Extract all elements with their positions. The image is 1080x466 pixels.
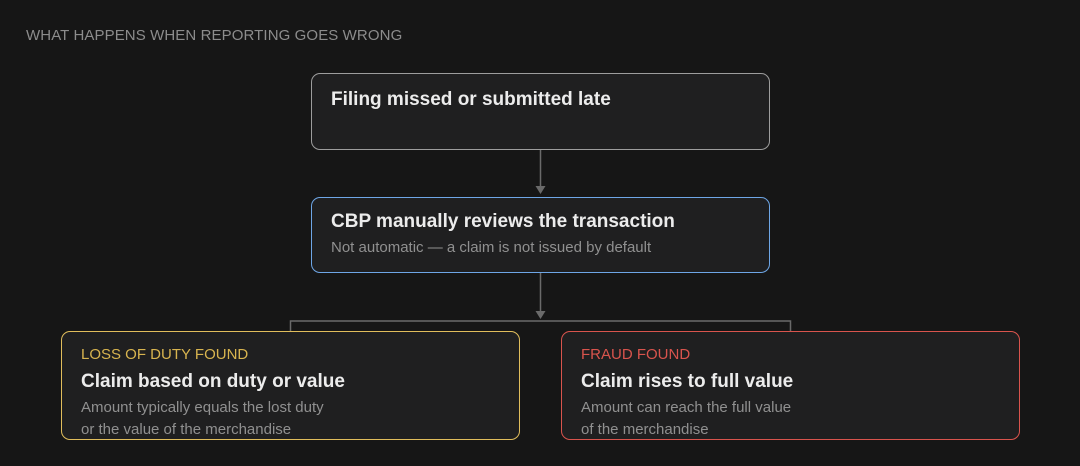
node-loss-of-duty: LOSS OF DUTY FOUND Claim based on duty o… (61, 331, 520, 440)
node-loss-of-duty-description: Amount typically equals the lost duty or… (81, 397, 324, 441)
node-cbp-review: CBP manually reviews the transaction Not… (311, 197, 770, 273)
diagram-heading: WHAT HAPPENS WHEN REPORTING GOES WRONG (26, 27, 403, 44)
arrowhead-to-review (535, 186, 546, 194)
connector-split-branches (289, 320, 792, 331)
node-fraud: FRAUD FOUND Claim rises to full value Am… (561, 331, 1020, 440)
node-fraud-description: Amount can reach the full value of the m… (581, 397, 791, 441)
node-fraud-title: Claim rises to full value (581, 371, 794, 392)
node-fraud-tag: FRAUD FOUND (581, 346, 691, 363)
arrowhead-to-split (535, 311, 546, 319)
node-filing-missed-title: Filing missed or submitted late (331, 89, 611, 110)
node-loss-of-duty-line-1: Amount typically equals the lost duty (81, 399, 324, 416)
node-loss-of-duty-line-2: or the value of the merchandise (81, 421, 292, 438)
node-loss-of-duty-tag: LOSS OF DUTY FOUND (81, 346, 249, 363)
node-cbp-review-title: CBP manually reviews the transaction (331, 211, 675, 232)
node-fraud-line-2: of the merchandise (581, 421, 709, 438)
node-filing-missed: Filing missed or submitted late (311, 73, 770, 150)
node-fraud-line-1: Amount can reach the full value (581, 399, 792, 416)
node-loss-of-duty-title: Claim based on duty or value (81, 371, 345, 392)
node-cbp-review-subtitle: Not automatic — a claim is not issued by… (331, 239, 652, 256)
